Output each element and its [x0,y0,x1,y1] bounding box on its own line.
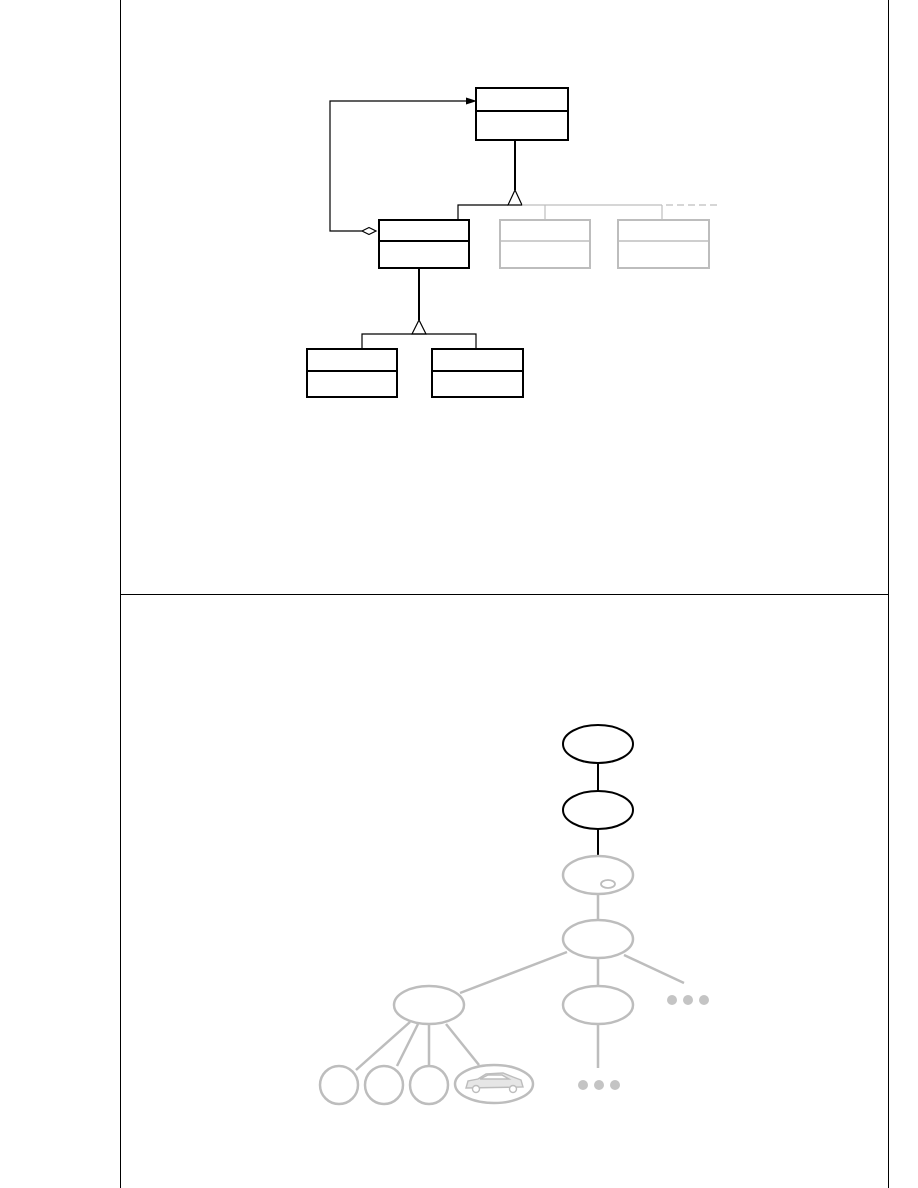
tree-node-4 [561,918,635,960]
tree-node-middle [561,984,635,1026]
tree-node-root [562,724,634,764]
small-oval-icon [600,879,616,889]
tree-node-3 [561,854,635,896]
class-box-leaf-left [306,348,398,398]
class-box-faded-2 [617,219,710,269]
tree-edges-faded [355,894,685,1071]
association-arrowhead [466,97,477,105]
continuation-dots-right [667,995,709,1005]
class-box-leaf-right [431,348,524,398]
object-tree-diagram [318,724,709,1106]
tree-node-left [392,984,466,1026]
inheritance-branch-faded [522,204,718,219]
tree-leaf-car [453,1063,535,1105]
aggregation-diamond [360,226,378,236]
inheritance-branch-solid [457,204,508,219]
uml-class-diagram [306,87,718,398]
inheritance-triangle-middle [411,318,427,335]
car-icon [465,1072,524,1094]
tree-node-2 [562,790,634,830]
class-box-top [475,87,569,141]
inheritance-triangle-top [507,188,523,206]
tree-leaf-3 [408,1064,450,1106]
class-box-faded-1 [499,219,591,269]
aggregation-line [329,100,470,232]
page-frame [120,0,889,1188]
continuation-dots-bottom [578,1080,620,1090]
tree-leaf-1 [318,1064,360,1106]
class-box-middle [378,219,470,269]
inheritance-branch-leaves [361,333,477,348]
tree-leaf-2 [363,1064,405,1106]
